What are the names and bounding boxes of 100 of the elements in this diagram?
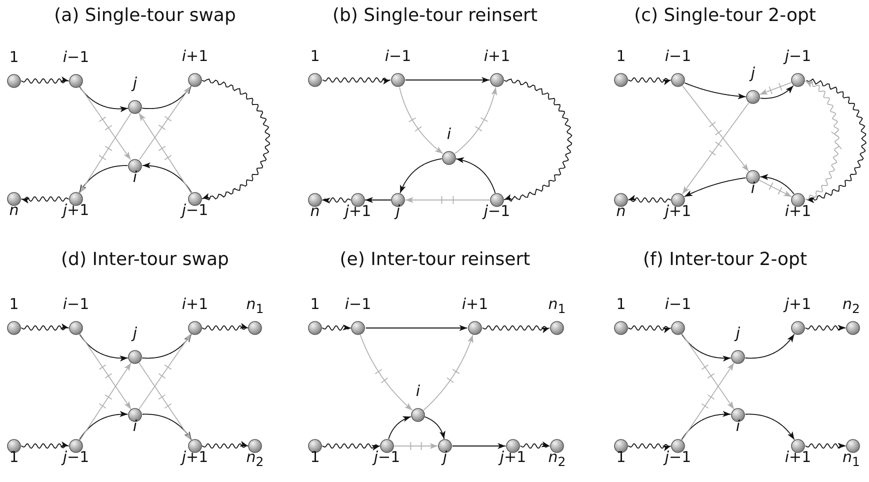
node-label: i+1 bbox=[484, 48, 510, 64]
node-label: 1 bbox=[310, 48, 320, 64]
panel-title: (c) Single-tour 2-opt bbox=[634, 6, 816, 26]
removed-edge-arrow bbox=[758, 180, 792, 198]
arrow bbox=[142, 86, 192, 110]
removed-edge-arrow bbox=[682, 102, 750, 194]
wavy-path-arrow bbox=[804, 324, 846, 331]
node-label: i+1 bbox=[784, 449, 812, 465]
node-label: 1 bbox=[310, 296, 320, 312]
removed-edge-arrow bbox=[138, 362, 192, 441]
node-label: n bbox=[9, 202, 19, 218]
removed-edge-arrow bbox=[404, 196, 490, 204]
arrow bbox=[456, 157, 496, 194]
node-label: i−1 bbox=[384, 48, 412, 64]
removed-edge-arrow bbox=[138, 112, 192, 194]
panel-title: (a) Single-tour swap bbox=[54, 6, 236, 26]
wavy-path-arrow bbox=[202, 440, 248, 449]
node-label: i−1 bbox=[664, 48, 692, 64]
node-label: n bbox=[616, 203, 626, 219]
wavy-path-arrow bbox=[202, 78, 270, 200]
panel-title: (d) Inter-tour swap bbox=[61, 250, 229, 270]
removed-edge-arrow bbox=[138, 333, 192, 410]
node-label: j+1 bbox=[62, 202, 90, 218]
arrow bbox=[744, 334, 795, 359]
removed-edge-arrow bbox=[79, 333, 132, 410]
arrow bbox=[404, 77, 490, 83]
node-label: j bbox=[736, 325, 740, 341]
arrow bbox=[684, 177, 746, 198]
arrow bbox=[760, 85, 794, 99]
arrow bbox=[79, 165, 128, 193]
node-label: n$_{1}$ bbox=[246, 296, 264, 317]
node-label: n$_{1}$ bbox=[548, 296, 566, 317]
arrow bbox=[760, 174, 794, 194]
node-label: 1 bbox=[9, 296, 19, 312]
node-label: j−1 bbox=[182, 202, 208, 218]
node-label: j−1 bbox=[374, 449, 400, 465]
node-label: 1 bbox=[9, 449, 19, 465]
removed-edge-arrow bbox=[79, 112, 132, 194]
wavy-path-arrow bbox=[520, 441, 550, 449]
wavy-path-arrow bbox=[628, 325, 672, 334]
wavy-path-arrow bbox=[20, 323, 70, 331]
removed-edge-arrow bbox=[682, 85, 750, 172]
node-label: j bbox=[442, 449, 448, 465]
node-label: j+1 bbox=[784, 296, 812, 312]
arrow bbox=[388, 416, 412, 440]
arrow bbox=[364, 197, 392, 203]
wavy-path-arrow bbox=[628, 443, 672, 452]
node-label: i−1 bbox=[344, 296, 372, 312]
node-label: n$_{2}$ bbox=[246, 449, 264, 470]
removed-edge-arrow bbox=[80, 86, 132, 160]
node-label: 1 bbox=[310, 449, 320, 465]
wavy-path-arrow bbox=[322, 197, 352, 204]
wavy-path-arrow bbox=[628, 77, 672, 86]
node-label: j bbox=[132, 75, 138, 91]
arrow bbox=[424, 416, 446, 440]
removed-edge-arrow bbox=[399, 86, 444, 154]
panel-title: (e) Inter-tour reinsert bbox=[340, 250, 530, 270]
arrow bbox=[744, 414, 795, 440]
node-label: i bbox=[416, 383, 420, 399]
node-label: j−1 bbox=[62, 449, 90, 465]
node-label: j+1 bbox=[344, 203, 372, 219]
node-label: j bbox=[132, 325, 138, 341]
wavy-path-arrow bbox=[322, 324, 352, 331]
removed-edge-arrow bbox=[759, 82, 792, 95]
removed-edge-arrow bbox=[682, 333, 734, 410]
node-label: i bbox=[446, 126, 452, 142]
panel-title: (b) Single-tour reinsert bbox=[332, 6, 538, 26]
node-label: n$_{2}$ bbox=[842, 296, 860, 317]
node-label: i+1 bbox=[182, 296, 208, 312]
wavy-path-arrow bbox=[806, 78, 867, 204]
removed-edge-arrow bbox=[454, 86, 498, 154]
node-label: i bbox=[132, 418, 138, 434]
node-label: j−1 bbox=[664, 449, 692, 465]
removed-edge-arrow bbox=[394, 442, 438, 450]
node-label: j bbox=[396, 203, 400, 219]
arrow bbox=[142, 162, 192, 193]
removed-edge-arrow bbox=[423, 334, 474, 411]
arrow bbox=[452, 443, 506, 449]
arrow bbox=[142, 414, 192, 440]
node-label: 1 bbox=[616, 48, 626, 64]
arrow bbox=[400, 158, 442, 194]
removed-edge-arrow bbox=[804, 80, 842, 200]
removed-edge-arrow bbox=[139, 86, 191, 160]
node-label: n$_{2}$ bbox=[548, 449, 566, 470]
wavy-path-arrow bbox=[628, 194, 672, 203]
arrow bbox=[79, 334, 128, 362]
arrow bbox=[684, 82, 746, 100]
wavy-path-arrow bbox=[322, 77, 391, 85]
node-label: j+1 bbox=[664, 203, 692, 219]
panel-title: (f) Inter-tour 2-opt bbox=[642, 250, 808, 270]
wavy-path-arrow bbox=[322, 443, 380, 451]
node-label: n$_{1}$ bbox=[842, 449, 860, 470]
node-label: i bbox=[736, 418, 740, 434]
arrow bbox=[79, 410, 128, 440]
removed-edge-arrow bbox=[682, 362, 734, 441]
node-label: j−1 bbox=[484, 203, 510, 219]
arrow bbox=[681, 410, 732, 440]
node-label: i−1 bbox=[62, 49, 90, 65]
wavy-path-arrow bbox=[20, 196, 70, 204]
node-label: i+1 bbox=[784, 203, 812, 219]
